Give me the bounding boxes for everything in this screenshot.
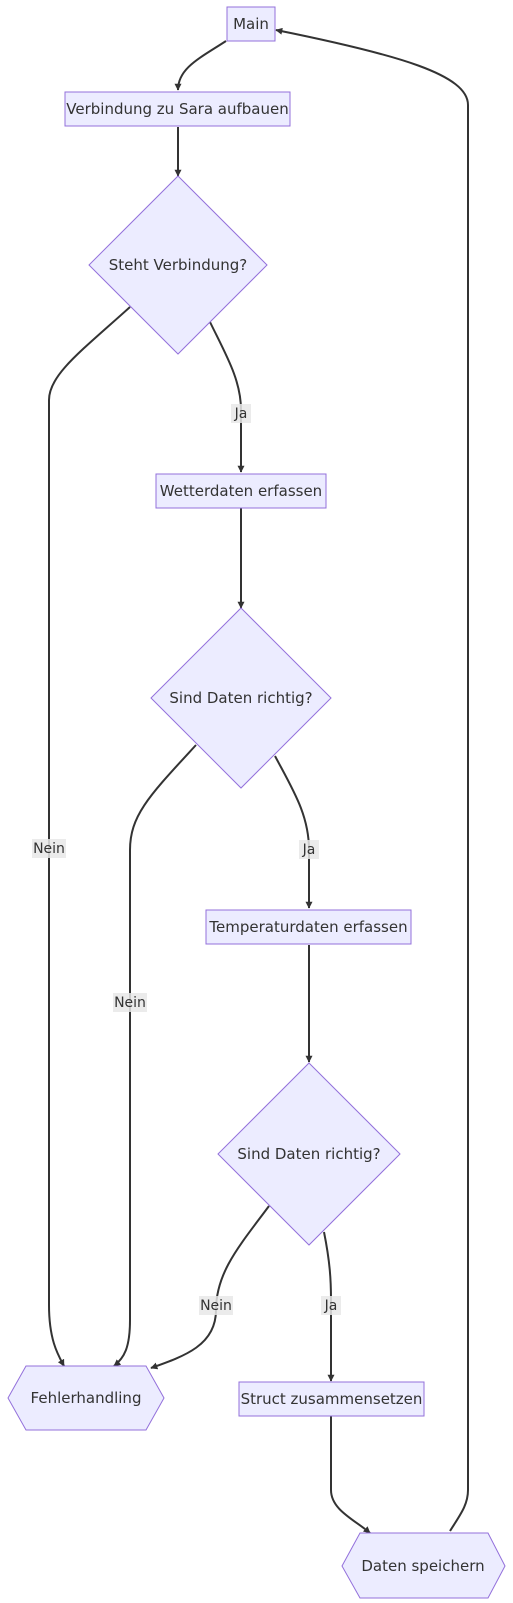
edge-main-to-connect: [174, 40, 227, 91]
node-label: Fehlerhandling: [31, 1389, 142, 1407]
nodes: Main Verbindung zu Sara aufbauen Steht V…: [7, 6, 506, 1599]
node-temperature: Temperaturdaten erfassen: [205, 909, 412, 945]
node-save: Daten speichern: [341, 1532, 506, 1599]
node-label: Struct zusammensetzen: [241, 1390, 423, 1408]
edge-check-temperature-no: [150, 1205, 270, 1370]
node-connect: Verbindung zu Sara aufbauen: [64, 91, 291, 127]
edge-label-weather-no: Nein: [113, 993, 147, 1012]
edge-label-connection-yes: Ja: [231, 404, 251, 423]
edge-label-temperature-yes: Ja: [321, 1296, 341, 1315]
edge-check-weather-yes: [274, 755, 313, 909]
edge-check-weather-no: [113, 744, 197, 1367]
edge-label-text: Nein: [33, 841, 65, 857]
edge-label-temperature-no: Nein: [199, 1296, 233, 1315]
node-struct: Struct zusammensetzen: [238, 1381, 425, 1417]
edge-label-weather-yes: Ja: [299, 840, 319, 859]
node-check-temperature: Sind Daten richtig?: [217, 1062, 401, 1246]
edge-label-text: Ja: [234, 406, 248, 422]
node-label: Daten speichern: [361, 1557, 484, 1575]
node-main: Main: [226, 6, 276, 42]
edge-labels: Nein Ja Nein Ja Nein Ja: [32, 404, 341, 1315]
edge-check-connection-no: [48, 306, 131, 1367]
edge-label-text: Nein: [114, 995, 146, 1011]
node-label: Sind Daten richtig?: [237, 1145, 380, 1163]
node-label: Sind Daten richtig?: [169, 689, 312, 707]
node-label: Verbindung zu Sara aufbauen: [66, 100, 288, 118]
node-check-connection: Steht Verbindung?: [88, 175, 268, 355]
edge-check-connection-yes: [209, 321, 245, 473]
node-label: Steht Verbindung?: [109, 256, 248, 274]
node-check-weather: Sind Daten richtig?: [150, 607, 332, 789]
edge-save-to-main: [275, 27, 469, 1532]
node-error: Fehlerhandling: [7, 1365, 165, 1431]
node-weather: Wetterdaten erfassen: [155, 473, 327, 509]
edge-label-connection-no: Nein: [32, 839, 66, 858]
edge-label-text: Ja: [302, 842, 316, 858]
edge-label-text: Ja: [324, 1298, 338, 1314]
edge-label-text: Nein: [200, 1298, 232, 1314]
node-label: Wetterdaten erfassen: [160, 482, 322, 500]
node-label: Temperaturdaten erfassen: [208, 918, 407, 936]
edge-struct-to-save: [330, 1416, 371, 1534]
node-label: Main: [233, 15, 269, 33]
